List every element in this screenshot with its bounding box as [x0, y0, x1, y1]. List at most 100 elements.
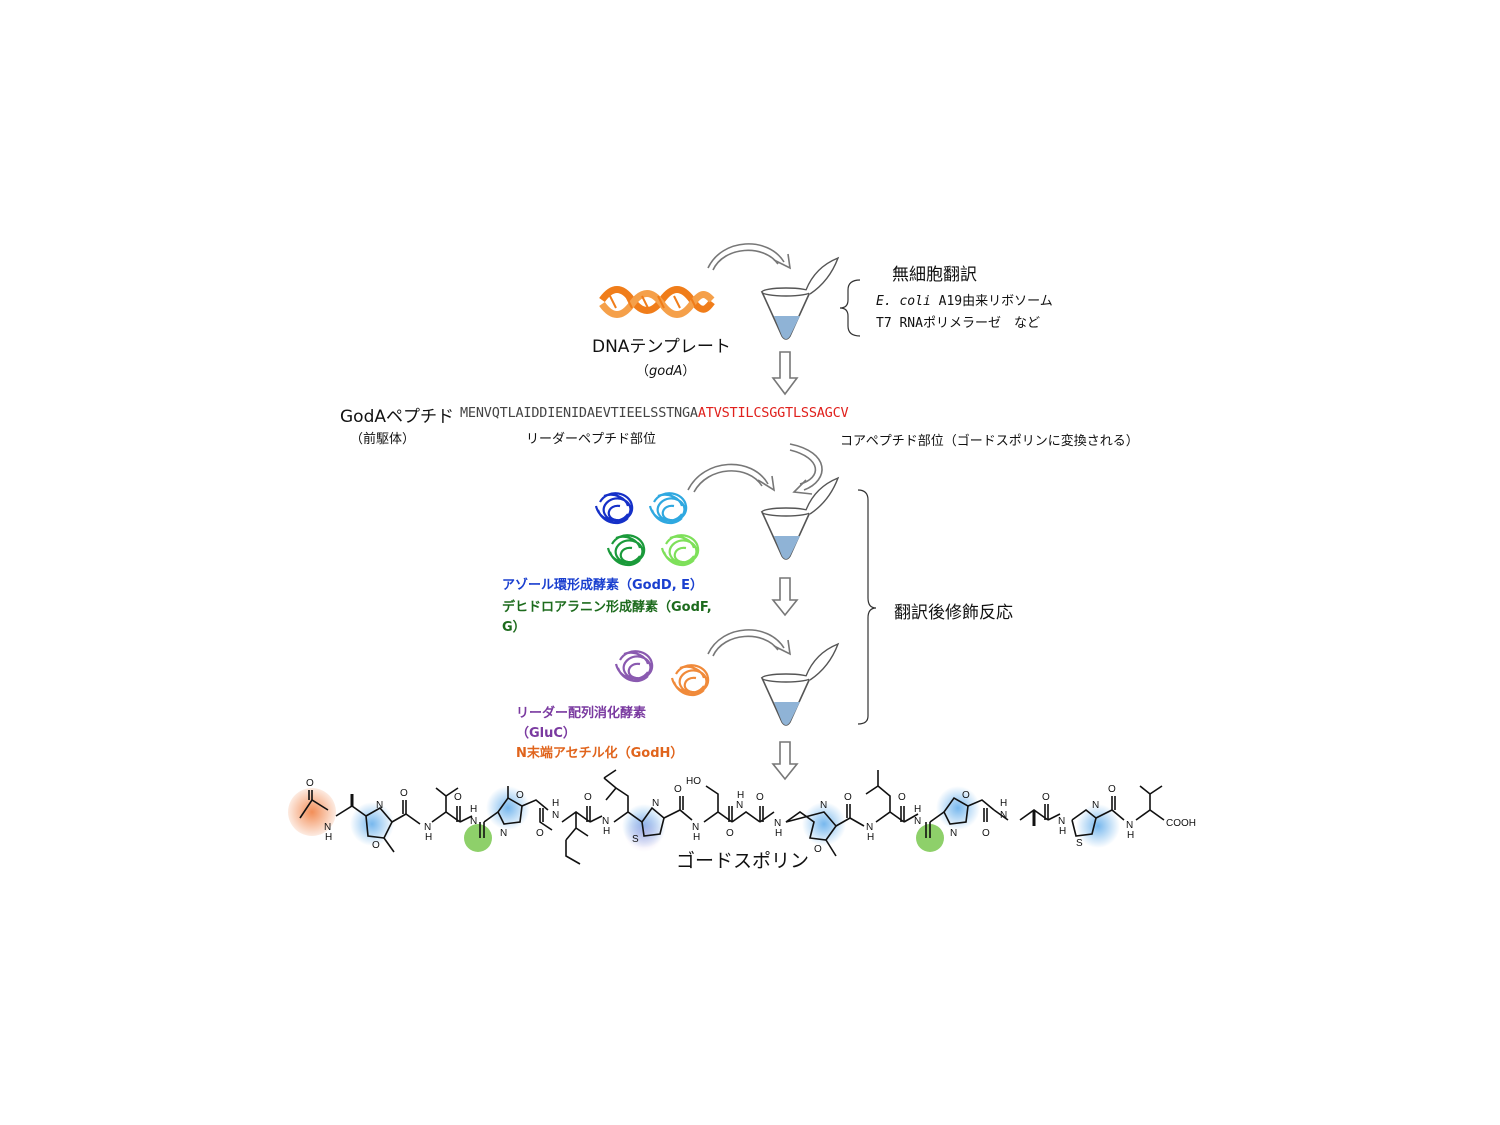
- atom-n: N: [500, 828, 507, 839]
- atom-h: H: [775, 828, 782, 839]
- atom-h: H: [603, 826, 610, 837]
- cell-free-line1: E. coli A19由来リボソーム: [876, 290, 1053, 309]
- dha-enzyme-label-2: G）: [502, 620, 526, 635]
- atom-o: O: [1042, 792, 1050, 803]
- gene-label: （godA）: [636, 360, 695, 379]
- ptm-label: 翻訳後修飾反応: [894, 603, 1013, 623]
- atom-n: N: [914, 816, 921, 827]
- down-arrow-icon: [771, 577, 799, 617]
- leader-digest-label-1: リーダー配列消化酵素: [516, 706, 647, 721]
- enzyme-godH-icon: [670, 664, 710, 697]
- bracket-cell-free: [839, 279, 861, 337]
- product-name: ゴードスポリン: [676, 850, 810, 872]
- atom-n: N: [1000, 810, 1007, 821]
- gene-paren-open: （: [636, 364, 650, 379]
- cell-free-organism: E. coli: [876, 294, 931, 309]
- atom-n: N: [470, 816, 477, 827]
- atom-n: N: [652, 798, 659, 809]
- atom-cooh: COOH: [1166, 818, 1196, 829]
- atom-n: N: [820, 800, 827, 811]
- dna-helix-icon: [599, 286, 715, 318]
- down-arrow-icon: [771, 741, 799, 781]
- atom-h: H: [867, 832, 874, 843]
- atom-h: H: [425, 832, 432, 843]
- atom-o: O: [1108, 784, 1116, 795]
- goadsporin-structure: O N H N O O N H O N H O N O N H O N H N …: [288, 769, 1196, 865]
- atom-n: N: [950, 828, 957, 839]
- atom-n: N: [424, 822, 431, 833]
- reaction-tube-icon: [760, 642, 840, 726]
- atom-n: N: [774, 818, 781, 829]
- atom-n: N: [1126, 820, 1133, 831]
- peptide-sequence: MENVQTLAIDDIENIDAEVTIEELSSTNGAATVSTILCSG…: [460, 405, 849, 421]
- reaction-tube-icon: [760, 256, 840, 340]
- atom-h: H: [1059, 826, 1066, 837]
- atom-o: O: [814, 844, 822, 855]
- oxazole-highlight: [802, 802, 846, 846]
- atom-o: O: [454, 792, 462, 803]
- atom-h: H: [693, 832, 700, 843]
- atom-o: O: [962, 790, 970, 801]
- atom-n: N: [736, 800, 743, 811]
- enzyme-gluc-icon: [614, 650, 654, 683]
- atom-n: N: [1058, 816, 1065, 827]
- atom-h: H: [470, 804, 477, 815]
- bracket-ptm: [857, 489, 877, 725]
- enzyme-godD-icon: [594, 492, 634, 525]
- atom-o: O: [844, 792, 852, 803]
- enzyme-godE-icon: [648, 492, 688, 525]
- cell-free-line2: T7 RNAポリメラーゼ など: [876, 316, 1040, 331]
- acetyl-highlight: [288, 788, 336, 836]
- oxazole-highlight: [486, 786, 530, 830]
- dna-label: DNAテンプレート: [592, 337, 731, 357]
- cell-free-ribosome: A19由来リボソーム: [930, 294, 1053, 309]
- atom-o: O: [516, 790, 524, 801]
- leader-sequence: MENVQTLAIDDIENIDAEVTIEELSSTNGA: [460, 405, 698, 421]
- atom-h: H: [737, 790, 744, 801]
- atom-n: N: [324, 822, 331, 833]
- gene-paren-close: ）: [682, 364, 696, 379]
- cell-free-title: 無細胞翻訳: [892, 265, 977, 285]
- atom-o: O: [898, 792, 906, 803]
- enzyme-godF-icon: [606, 534, 646, 567]
- atom-o: O: [982, 828, 990, 839]
- down-arrow-icon: [771, 351, 799, 396]
- atom-s: S: [1076, 838, 1083, 849]
- core-label: コアペプチド部位（ゴードスポリンに変換される）: [840, 434, 1139, 449]
- atom-h: H: [914, 804, 921, 815]
- curved-arrow-icon: [707, 243, 792, 271]
- atom-h: H: [325, 832, 332, 843]
- atom-o: O: [306, 778, 314, 789]
- peptide-sub: （前駆体）: [350, 432, 416, 447]
- core-sequence: ATVSTILCSGGTLSSAGCV: [697, 405, 849, 421]
- curved-arrow-icon: [789, 443, 823, 495]
- atom-o: O: [674, 784, 682, 795]
- atom-n: N: [552, 810, 559, 821]
- gene-name: godA: [649, 364, 683, 379]
- leader-label: リーダーペプチド部位: [526, 432, 657, 447]
- atom-n: N: [376, 800, 383, 811]
- atom-ho: HO: [686, 776, 701, 787]
- dehydroalanine-highlight: [464, 824, 492, 852]
- atom-n: N: [602, 816, 609, 827]
- reaction-tube-icon: [760, 476, 840, 560]
- curved-arrow-icon: [687, 463, 776, 493]
- leader-digest-label-2: （GluC）: [516, 726, 576, 741]
- peptide-name: GodAペプチド: [340, 407, 454, 427]
- atom-h: H: [552, 798, 559, 809]
- azole-enzyme-label: アゾール環形成酵素（GodD, E）: [502, 578, 704, 593]
- atom-h: H: [1000, 798, 1007, 809]
- atom-h: H: [1127, 830, 1134, 841]
- acetyl-label: N末端アセチル化（GodH）: [516, 746, 684, 761]
- enzyme-godG-icon: [660, 534, 700, 567]
- curved-arrow-icon: [707, 629, 792, 657]
- atom-s: S: [632, 834, 639, 845]
- atom-o: O: [726, 828, 734, 839]
- atom-n: N: [866, 822, 873, 833]
- thiazole-highlight: [1076, 804, 1120, 848]
- atom-o: O: [536, 828, 544, 839]
- atom-n: N: [1092, 800, 1099, 811]
- dha-enzyme-label-1: デヒドロアラニン形成酵素（GodF,: [502, 600, 712, 615]
- atom-o: O: [584, 792, 592, 803]
